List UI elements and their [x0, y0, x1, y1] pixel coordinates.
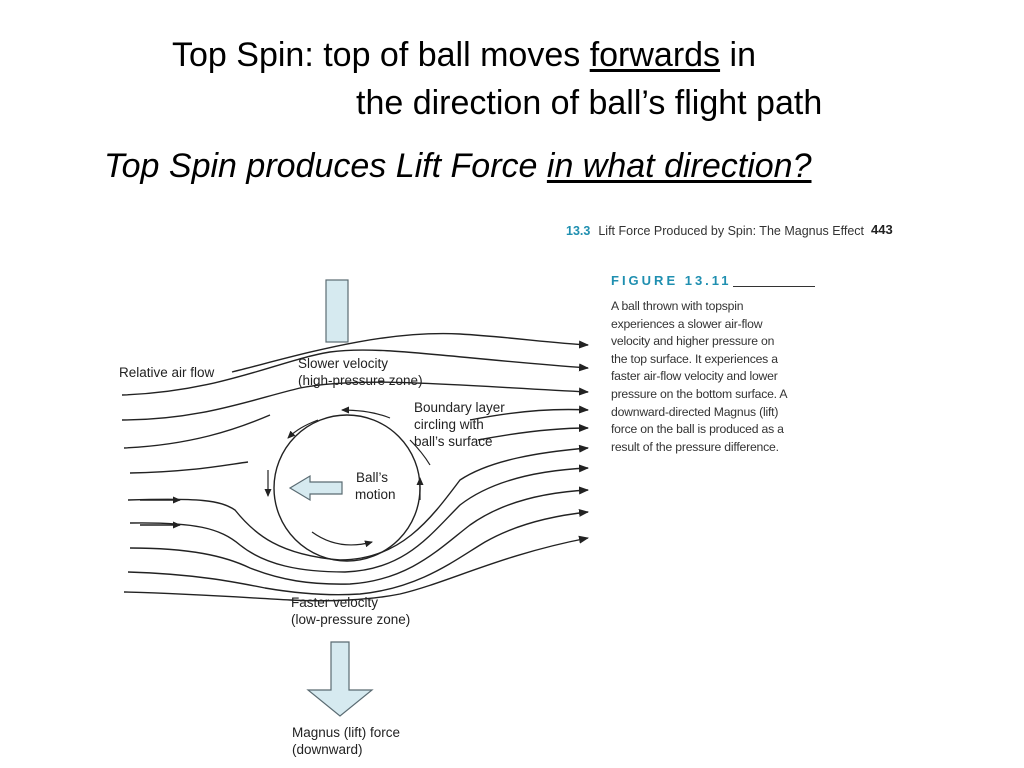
magnus-force-arrow [306, 641, 374, 717]
caption-line: force on the ball is produced as a [611, 422, 784, 437]
label-magnus-2: (downward) [292, 742, 363, 757]
incoming-velocity-arrow [325, 279, 349, 343]
figure-label: FIGURE 13.11 [611, 273, 732, 288]
streamline-1 [231, 332, 589, 373]
streamline-3 [121, 381, 589, 421]
label-boundary-1: Boundary layer [414, 400, 505, 415]
streamline-8 [129, 486, 589, 585]
label-boundary-2: circling with [414, 417, 484, 432]
label-magnus-1: Magnus (lift) force [292, 725, 401, 740]
label-ball-motion-1: Ball’s [356, 470, 389, 485]
caption-line: faster air-flow velocity and lower [611, 369, 778, 384]
question-underlined: in what direction? [546, 147, 812, 185]
book-page-header: 13.3 Lift Force Produced by Spin: The Mag… [566, 222, 893, 238]
streamline-4 [123, 409, 588, 449]
caption-line: velocity and higher pressure on [611, 334, 775, 349]
label-relative-air-flow: Relative air flow [119, 365, 215, 380]
section-title: Lift Force Produced by Spin: The Magnus … [598, 224, 864, 238]
caption-line: experiences a slower air-flow [611, 316, 763, 331]
section-number: 13.3 [566, 224, 591, 238]
slide-title-line-2: the direction of ball’s flight path [356, 84, 823, 122]
streamlines [121, 332, 589, 602]
title-text-a: Top Spin: top of ball moves [172, 36, 590, 74]
streamline-6 [127, 444, 589, 561]
page-number: 443 [871, 222, 893, 237]
streamline-10 [123, 535, 589, 602]
ball-motion-arrow [288, 474, 343, 502]
label-ball-motion-2: motion [355, 487, 396, 502]
streamline-2 [121, 349, 589, 396]
label-boundary-3: ball’s surface [414, 434, 493, 449]
figure-rule [733, 286, 815, 287]
slide-question: Top Spin produces Lift Force in what dir… [104, 147, 812, 186]
slide-title-line-1: Top Spin: top of ball moves forwards in [172, 36, 756, 75]
boundary-layer-arrows [264, 406, 431, 548]
caption-line: downward-directed Magnus (lift) [611, 404, 779, 419]
caption-line: A ball thrown with topspin [611, 299, 744, 313]
label-faster-velocity: Faster velocity [291, 595, 379, 610]
label-slower-velocity: Slower velocity [298, 356, 389, 371]
title-text-b: in [720, 36, 756, 74]
streamline-9 [127, 508, 589, 596]
title-underlined-word: forwards [589, 36, 721, 74]
streamline-7 [129, 464, 589, 573]
caption-line: the top surface. It experiences a [611, 351, 778, 366]
streamline-5 [129, 428, 588, 474]
question-text: Top Spin produces Lift Force [104, 147, 547, 185]
label-high-pressure: (high-pressure zone) [298, 373, 423, 388]
caption-line: result of the pressure difference. [611, 439, 779, 454]
figure-caption: A ball thrown with topspin experiences a … [611, 298, 821, 456]
caption-line: pressure on the bottom surface. A [611, 386, 788, 401]
label-low-pressure: (low-pressure zone) [291, 612, 411, 627]
